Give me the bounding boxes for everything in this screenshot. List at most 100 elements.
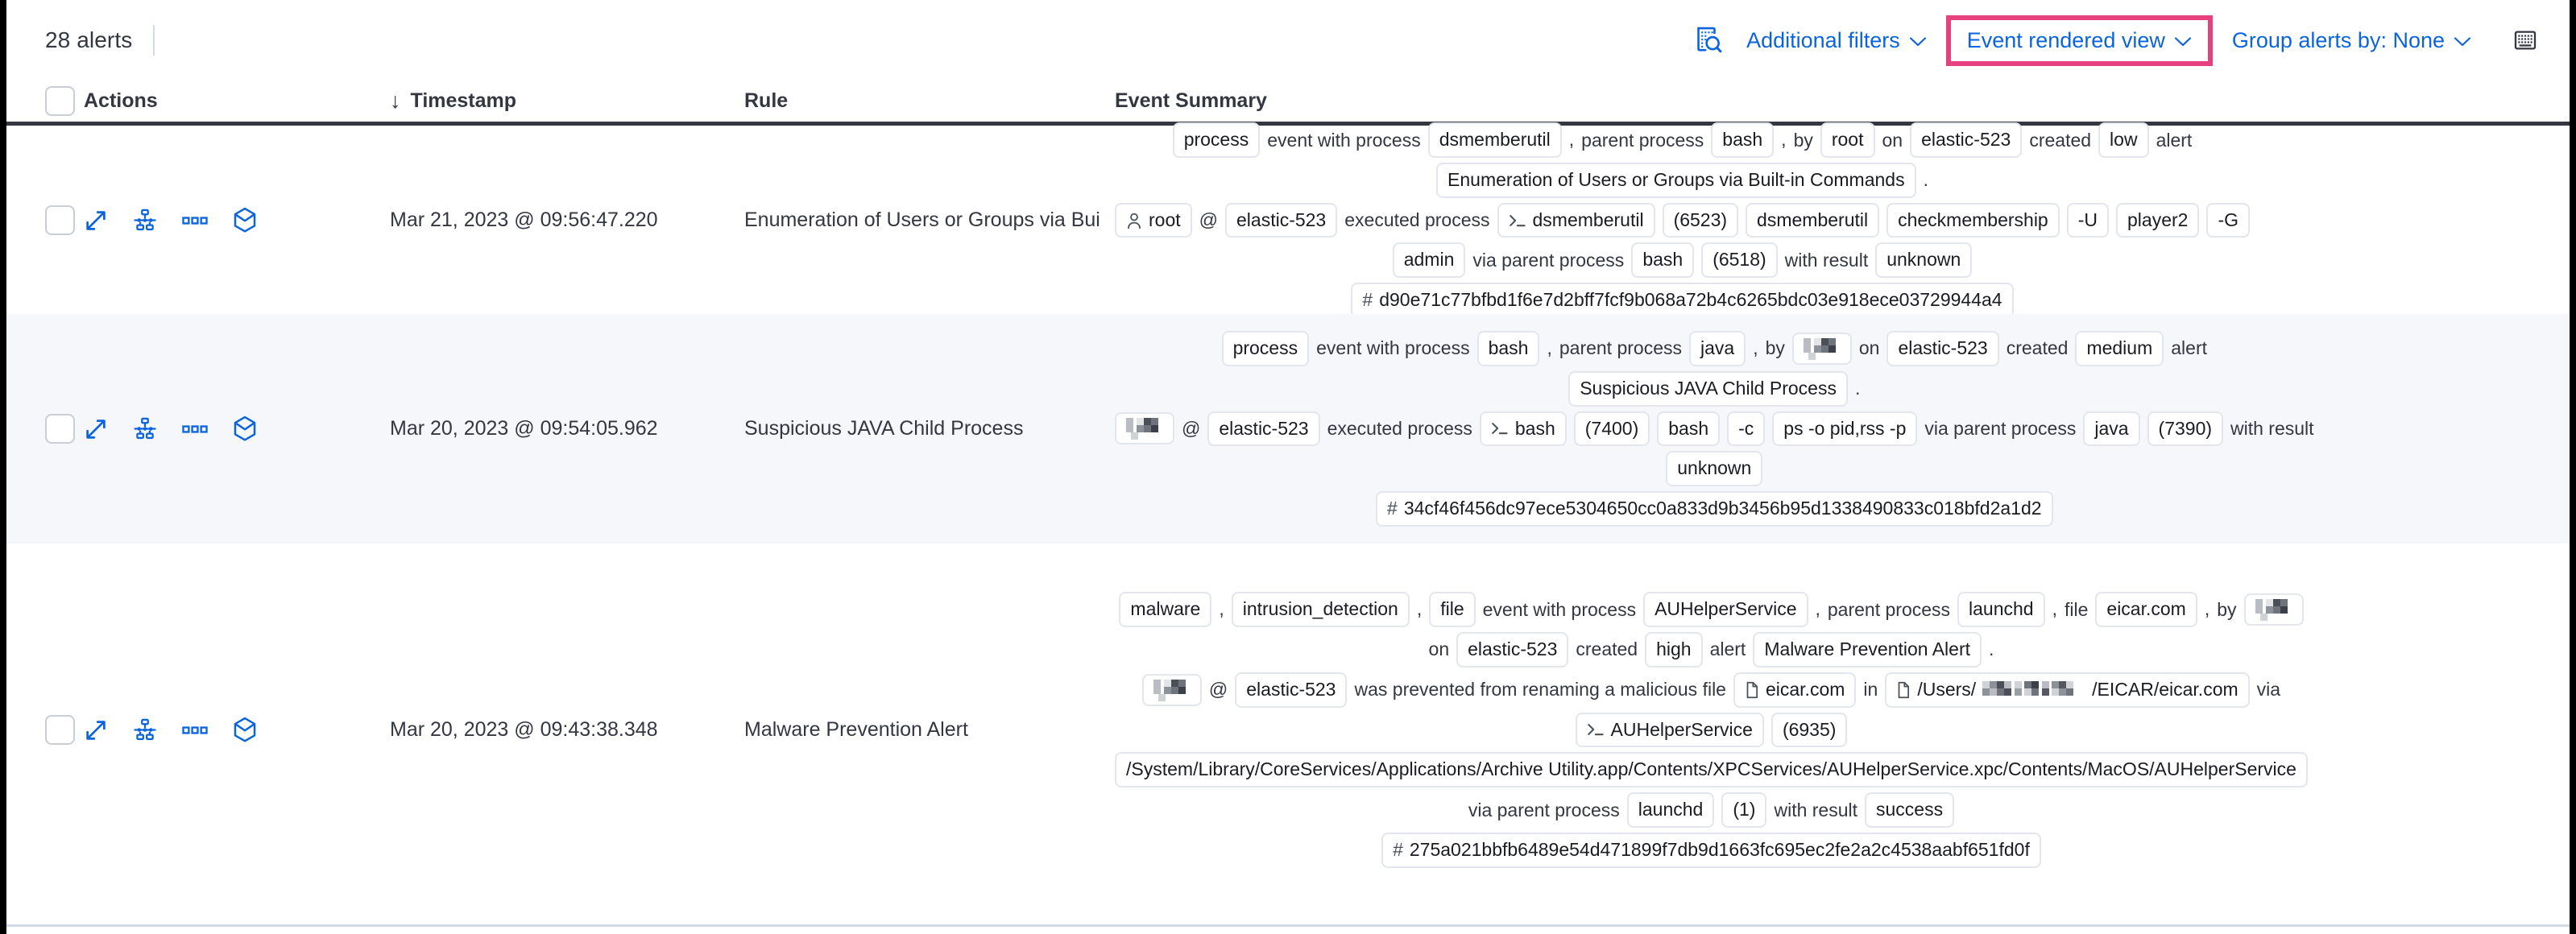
event-field-chip[interactable]: bash — [1657, 411, 1721, 447]
event-field-chip[interactable]: unknown — [1666, 451, 1763, 487]
event-field-chip[interactable]: dsmemberutil — [1497, 202, 1655, 238]
event-field-chip[interactable]: #d90e71c77bfbd1f6e7d2bff7fcf9b068a72b4c6… — [1351, 283, 2014, 319]
event-field-chip[interactable]: (6935) — [1770, 712, 1848, 748]
event-field-chip[interactable]: intrusion_detection — [1231, 591, 1410, 627]
chip-label: 275a021bbfb6489e54d471899f7db9d1663fc695… — [1409, 839, 2030, 861]
event-field-chip[interactable]: admin — [1392, 242, 1466, 279]
event-field-chip[interactable]: Suspicious JAVA Child Process — [1568, 370, 1848, 407]
event-field-chip[interactable]: medium — [2075, 330, 2164, 366]
group-alerts-by-button[interactable]: Group alerts by: None — [2218, 20, 2486, 61]
event-field-chip[interactable]: root — [1115, 202, 1192, 238]
event-field-chip[interactable]: player2 — [2116, 202, 2200, 238]
event-field-chip[interactable]: malware — [1119, 591, 1212, 627]
event-field-chip[interactable]: bash — [1711, 122, 1775, 158]
event-field-chip[interactable]: high — [1645, 631, 1703, 667]
event-field-chip[interactable]: /Users//EICAR/eicar.com — [1885, 672, 2250, 708]
session-view-icon[interactable] — [232, 415, 258, 443]
summary-text: file — [2065, 598, 2089, 620]
session-view-icon[interactable] — [232, 717, 258, 744]
event-field-chip[interactable]: eicar.com — [1733, 672, 1857, 708]
rule-name[interactable]: Enumeration of Users or Groups via Bui — [744, 209, 1100, 231]
event-field-chip[interactable]: #34cf46f456dc97ece5304650cc0a833d9b3456b… — [1376, 491, 2053, 527]
timestamp-value: Mar 20, 2023 @ 09:43:38.348 — [390, 718, 658, 741]
event-field-chip[interactable]: low — [2098, 122, 2149, 158]
event-field-chip[interactable]: root — [1820, 122, 1875, 158]
event-field-chip[interactable]: java — [2083, 411, 2140, 447]
column-header-rule[interactable]: Rule — [744, 89, 1115, 113]
row-select-cell — [45, 314, 84, 543]
event-field-chip[interactable]: #275a021bbfb6489e54d471899f7db9d1663fc69… — [1381, 833, 2041, 869]
redacted-field-chip[interactable] — [1791, 332, 1852, 365]
event-field-chip[interactable]: elastic-523 — [1910, 122, 2023, 158]
more-actions-icon[interactable] — [182, 213, 208, 228]
event-field-chip[interactable]: file — [1429, 591, 1476, 627]
more-actions-icon[interactable] — [182, 723, 208, 738]
event-field-chip[interactable]: -G — [2206, 202, 2251, 238]
event-field-chip[interactable]: AUHelperService — [1575, 712, 1764, 748]
chip-label: elastic-523 — [1236, 209, 1327, 230]
event-field-chip[interactable]: java — [1689, 330, 1746, 366]
column-header-timestamp[interactable]: ↓ Timestamp — [390, 89, 744, 114]
analyze-event-icon[interactable] — [132, 209, 158, 233]
event-field-chip[interactable]: launchd — [1626, 792, 1715, 829]
event-field-chip[interactable]: /System/Library/CoreServices/Application… — [1115, 752, 2308, 788]
event-field-chip[interactable]: AUHelperService — [1643, 591, 1808, 627]
more-actions-icon[interactable] — [182, 422, 208, 436]
event-field-chip[interactable]: (6523) — [1662, 202, 1739, 238]
redacted-field-chip[interactable] — [2243, 593, 2304, 626]
summary-text: by — [1793, 129, 1813, 151]
analyze-event-icon[interactable] — [132, 417, 158, 441]
additional-filters-button[interactable]: Additional filters — [1732, 20, 1941, 61]
event-field-chip[interactable]: eicar.com — [2095, 591, 2197, 627]
event-field-chip[interactable]: bash — [1631, 242, 1695, 279]
select-all-checkbox[interactable] — [45, 86, 75, 116]
event-field-chip[interactable]: ps -o pid,rss -p — [1772, 411, 1918, 447]
event-field-chip[interactable]: elastic-523 — [1886, 330, 1999, 366]
redacted-field-chip[interactable] — [1141, 673, 1202, 706]
rule-name[interactable]: Suspicious JAVA Child Process — [744, 417, 1024, 440]
event-field-chip[interactable]: bash — [1479, 411, 1567, 447]
event-field-chip[interactable]: -c — [1727, 411, 1766, 447]
event-field-chip[interactable]: unknown — [1875, 242, 1973, 279]
event-field-chip[interactable]: success — [1865, 792, 1955, 829]
row-select-checkbox[interactable] — [45, 414, 75, 444]
expand-icon[interactable] — [84, 209, 108, 233]
redacted-field-chip[interactable] — [1115, 412, 1174, 445]
row-select-checkbox[interactable] — [45, 205, 75, 235]
event-rendered-view-button[interactable]: Event rendered view — [1956, 27, 2203, 55]
event-field-chip[interactable]: elastic-523 — [1207, 411, 1320, 447]
event-field-chip[interactable]: process — [1221, 330, 1310, 366]
column-header-actions[interactable]: Actions — [84, 89, 390, 113]
event-field-chip[interactable]: launchd — [1957, 591, 2045, 627]
rule-name[interactable]: Malware Prevention Alert — [744, 718, 968, 741]
event-field-chip[interactable]: dsmemberutil — [1427, 122, 1562, 158]
keyboard-shortcuts-icon[interactable] — [2513, 28, 2537, 52]
event-summary-line: #34cf46f456dc97ece5304650cc0a833d9b3456b… — [1115, 491, 2314, 527]
event-field-chip[interactable]: elastic-523 — [1225, 202, 1338, 238]
event-field-chip[interactable]: elastic-523 — [1456, 631, 1569, 667]
event-field-chip[interactable]: -U — [2066, 202, 2110, 238]
event-field-chip[interactable]: Malware Prevention Alert — [1753, 631, 1982, 667]
event-field-chip[interactable]: bash — [1476, 330, 1540, 366]
analyze-event-icon[interactable] — [132, 718, 158, 742]
event-field-chip[interactable]: checkmembership — [1886, 202, 2060, 238]
session-view-icon[interactable] — [232, 207, 258, 234]
expand-icon[interactable] — [84, 417, 108, 441]
event-field-chip[interactable]: process — [1172, 122, 1261, 158]
event-field-chip[interactable]: (1) — [1721, 792, 1767, 829]
event-field-chip[interactable]: (7400) — [1573, 411, 1650, 447]
event-field-chip[interactable]: elastic-523 — [1235, 672, 1348, 708]
column-header-event-summary[interactable]: Event Summary — [1115, 89, 2570, 113]
summary-punctuation: , — [1416, 598, 1423, 620]
event-field-chip[interactable]: (6518) — [1701, 242, 1778, 279]
event-field-chip[interactable]: (7390) — [2147, 411, 2224, 447]
table-row[interactable]: Mar 20, 2023 @ 09:43:38.348 Malware Preve… — [6, 543, 2570, 916]
row-select-checkbox[interactable] — [45, 715, 75, 745]
event-field-chip[interactable]: dsmemberutil — [1746, 202, 1880, 238]
event-field-chip[interactable]: Enumeration of Users or Groups via Built… — [1436, 162, 1916, 198]
inspect-filter-icon[interactable] — [1680, 18, 1732, 63]
expand-icon[interactable] — [84, 718, 108, 742]
